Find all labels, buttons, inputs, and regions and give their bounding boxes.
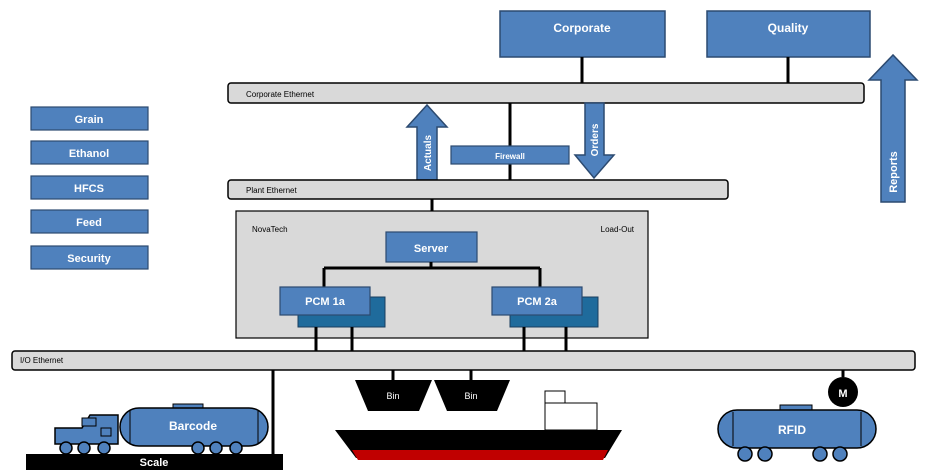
legend-item-security: Security [30, 245, 149, 270]
bin-left: Bin [355, 380, 432, 411]
scale-platform: Scale [26, 454, 283, 470]
bin-right-label: Bin [464, 391, 477, 401]
server-box: Server [385, 231, 478, 263]
motor-label: M [838, 388, 847, 400]
bin-right: Bin [434, 380, 510, 411]
pcm-1a-label: PCM 1a [305, 296, 346, 308]
legend-item-label: Grain [75, 114, 104, 126]
pcm-2a: PCM 2a [491, 286, 599, 328]
legend-item-feed: Feed [30, 209, 149, 234]
tanker-truck: Barcode [54, 403, 269, 455]
bin-left-label: Bin [386, 391, 399, 401]
actuals-arrow: Actuals [405, 103, 449, 181]
reports-arrow: Reports [867, 53, 919, 203]
load-out-label: Load-Out [601, 225, 635, 234]
legend-item-label: HFCS [74, 183, 104, 195]
legend: Grain Ethanol HFCS Feed Security [30, 106, 149, 270]
io-ethernet-bus: I/O Ethernet [11, 350, 916, 371]
legend-item-label: Ethanol [69, 148, 109, 160]
quality-box: Quality [706, 10, 871, 58]
legend-item-label: Feed [76, 217, 102, 229]
rfid-label: RFID [778, 423, 806, 437]
orders-arrow: Orders [573, 102, 616, 180]
pcm-io-connectors [314, 327, 568, 351]
motor: M [828, 377, 858, 407]
plant-ethernet-label: Plant Ethernet [246, 186, 297, 195]
quality-box-label: Quality [768, 21, 809, 35]
legend-item-ethanol: Ethanol [30, 140, 149, 165]
scale-label: Scale [140, 457, 169, 469]
pcm-1a: PCM 1a [279, 286, 386, 328]
server-tree-connector [322, 262, 542, 287]
server-box-label: Server [414, 243, 449, 255]
rfid-tank-car: RFID [717, 404, 877, 462]
pcm-2a-label: PCM 2a [517, 296, 558, 308]
orders-arrow-label: Orders [590, 123, 601, 156]
novatech-label: NovaTech [252, 225, 288, 234]
io-ethernet-label: I/O Ethernet [20, 356, 64, 365]
actuals-arrow-label: Actuals [423, 135, 434, 172]
ship [335, 390, 622, 460]
barcode-label: Barcode [169, 419, 217, 433]
firewall-box: Firewall [450, 145, 570, 165]
firewall-box-label: Firewall [495, 152, 525, 161]
legend-item-grain: Grain [30, 106, 149, 131]
reports-arrow-label: Reports [888, 151, 900, 193]
corporate-ethernet-bus: Corporate Ethernet [227, 82, 865, 104]
legend-item-label: Security [67, 253, 111, 265]
corporate-box: Corporate [499, 10, 666, 58]
corporate-box-label: Corporate [553, 21, 611, 35]
plant-ethernet-bus: Plant Ethernet [227, 179, 729, 200]
corporate-ethernet-label: Corporate Ethernet [246, 90, 315, 99]
legend-item-hfcs: HFCS [30, 175, 149, 200]
